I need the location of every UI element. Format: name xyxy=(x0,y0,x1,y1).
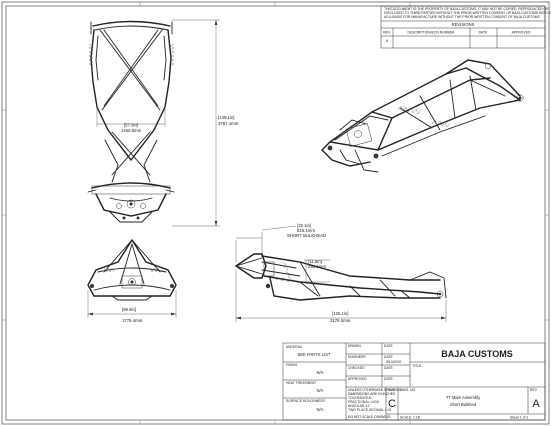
top-width-dimension-mm: 1460.8mm xyxy=(121,128,142,133)
title-label: TITLE: xyxy=(412,364,422,368)
drawn-label: DRAWN xyxy=(348,344,361,348)
dwg-no-label: DWG. NO. xyxy=(400,388,416,392)
description-col-header: DESCRIPTION/ECN NUMBER xyxy=(408,31,455,35)
top-height-dimension-mm: 3787.4mm xyxy=(218,121,239,126)
heat-treatment-label: HEAT TREATMENT xyxy=(286,381,316,385)
date-col-header: DATE xyxy=(479,31,489,35)
inner-border xyxy=(5,5,546,421)
top-width-dimension-in: [57.5in] xyxy=(124,123,138,128)
short-bulkhead-label: SHORT BULKHEAD xyxy=(287,233,326,238)
engineer-date: 3/10/2020 xyxy=(386,360,401,364)
rev-value: A xyxy=(532,398,540,410)
checked-date-label: DATE xyxy=(384,366,394,370)
property-note-line-3: AS A BASIS FOR MANUFACTURE WITHOUT THE P… xyxy=(384,15,540,19)
finish-value: N/A xyxy=(317,370,324,375)
engineer-date-label: DATE xyxy=(384,355,394,359)
do-not-scale-note: DO NOT SCALE DRAWING xyxy=(348,415,391,419)
tolerance-note-5: ANGULAR ±1° xyxy=(348,404,371,408)
side-view: [32.1in] 816.1mm SHORT BULKHEAD [11.5in]… xyxy=(234,223,447,323)
side-length-dimension-in: [125.1in] xyxy=(332,311,349,316)
side-height-dimension-mm: 292.1mm xyxy=(308,264,326,269)
tolerance-note-1: UNLESS OTHERWISE SPECIFIED xyxy=(348,388,402,392)
property-note-line-2: DISCLOSED TO THIRD PARTIES WITHOUT THE P… xyxy=(384,11,551,15)
front-width-dimension-in: [69.9in] xyxy=(122,307,136,312)
front-width-dimension-mm: 1775.4mm xyxy=(122,318,143,323)
sheet-label: Sheet 1 of 1 xyxy=(510,416,528,420)
tolerance-note-6: TWO PLACE DECIMAL ±.01 xyxy=(348,408,391,412)
finish-label: FINISH xyxy=(286,363,298,367)
isometric-view xyxy=(321,59,524,173)
bulkhead-dimension-mm: 816.1mm xyxy=(297,228,315,233)
tolerance-note-3: TOLERANCES: xyxy=(348,396,372,400)
surface-roughness-value: N/A xyxy=(317,407,324,412)
material-value: SEE PARTS LIST xyxy=(297,352,331,357)
engineer-label: ENGINEER xyxy=(348,355,366,359)
tolerance-note-4: FRACTIONAL ±1/16 xyxy=(348,400,379,404)
drawing-title-line-1: TT Main Assembly xyxy=(446,395,481,400)
revisions-title: REVISIONS xyxy=(452,22,475,27)
company-name: BAJA CUSTOMS xyxy=(441,349,513,359)
top-height-dimension-in: [149.1in] xyxy=(218,115,235,120)
rev-col-header: REV. xyxy=(383,31,391,35)
revision-block: THIS DOCUMENT IS THE PROPERTY OF BAJA CU… xyxy=(380,5,551,49)
material-label: MATERIAL xyxy=(286,345,303,349)
scale-label: SCALE: 1:18 xyxy=(400,416,420,420)
side-height-dimension-in: [11.5in] xyxy=(308,259,322,264)
tolerance-note-2: DIMENSIONS ARE IN INCHES xyxy=(348,392,396,396)
rev-label: REV xyxy=(530,388,538,392)
drawing-title-line-2: Short Bulkhed xyxy=(450,402,477,407)
checked-label: CHECKED xyxy=(348,366,365,370)
surface-roughness-label: SURFACE ROUGHNESS xyxy=(286,399,326,403)
approved-label: APPROVED xyxy=(348,377,367,381)
approved-date-label: DATE xyxy=(384,377,394,381)
size-label: SIZE xyxy=(388,388,396,392)
front-view: [69.9in] 1775.4mm xyxy=(87,238,177,323)
side-length-dimension-mm: 3178.5mm xyxy=(330,318,351,323)
drawn-date-label: DATE xyxy=(384,344,394,348)
bulkhead-dimension-in: [32.1in] xyxy=(297,223,311,228)
approved-col-header: APPROVED xyxy=(512,31,531,35)
title-block: MATERIAL SEE PARTS LIST FINISH N/A HEAT … xyxy=(282,342,546,421)
property-note-line-1: THIS DOCUMENT IS THE PROPERTY OF BAJA CU… xyxy=(384,7,549,11)
heat-treatment-value: N/A xyxy=(317,388,324,393)
revision-row-a: A xyxy=(386,39,389,43)
top-view: [57.5in] 1460.8mm [149.1in] 3787.4mm xyxy=(87,19,239,227)
size-value: C xyxy=(388,398,396,410)
